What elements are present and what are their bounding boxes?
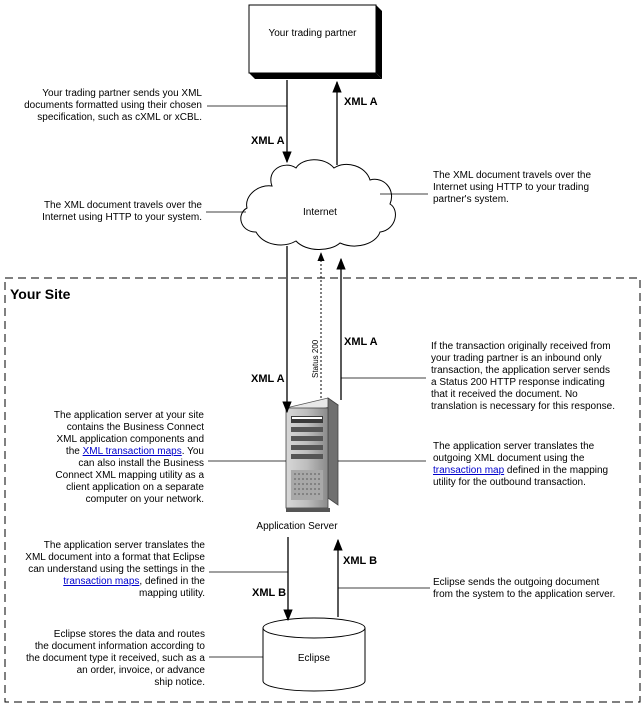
- application-server-icon: [285, 397, 339, 512]
- your-site-label: Your Site: [10, 286, 71, 302]
- note-eclipse-stores: Eclipse stores the data and routes the d…: [26, 629, 205, 688]
- trading-partner-box: [248, 4, 382, 79]
- note-server-inbound: The application server translates the XM…: [25, 540, 205, 599]
- internet-label: Internet: [303, 207, 337, 218]
- xml-a-outbound-top-label: XML A: [344, 96, 378, 108]
- xml-a-inbound-site-label: XML A: [251, 373, 285, 385]
- xml-a-inbound-top-label: XML A: [251, 135, 285, 147]
- note-server-outbound: The application server translates the ou…: [433, 441, 609, 488]
- application-server-label: Application Server: [256, 521, 338, 532]
- status-200-label: Status 200: [311, 339, 320, 378]
- transaction-maps-link[interactable]: transaction maps: [63, 576, 140, 587]
- note-partner-sends: Your trading partner sends you XML docum…: [24, 88, 202, 123]
- xml-transaction-maps-link[interactable]: XML transaction maps: [82, 446, 182, 457]
- note-travel-to-you: The XML document travels over the Intern…: [42, 200, 202, 223]
- note-travel-to-partner: The XML document travels over the Intern…: [433, 170, 592, 205]
- note-status-200: If the transaction originally received f…: [431, 341, 615, 412]
- xml-b-outbound-label: XML B: [343, 555, 378, 567]
- trading-partner-label: Your trading partner: [268, 28, 357, 39]
- internet-cloud: [240, 159, 396, 250]
- xml-b-inbound-label: XML B: [252, 587, 287, 599]
- your-site-boundary: [4, 277, 641, 703]
- note-server-site: The application server at your site cont…: [53, 410, 204, 505]
- eclipse-database-icon: [262, 617, 366, 692]
- xml-a-outbound-site-label: XML A: [344, 336, 378, 348]
- transaction-map-link[interactable]: transaction map: [433, 465, 505, 476]
- eclipse-label: Eclipse: [297, 653, 331, 664]
- note-eclipse-sends: Eclipse sends the outgoing document from…: [433, 577, 616, 600]
